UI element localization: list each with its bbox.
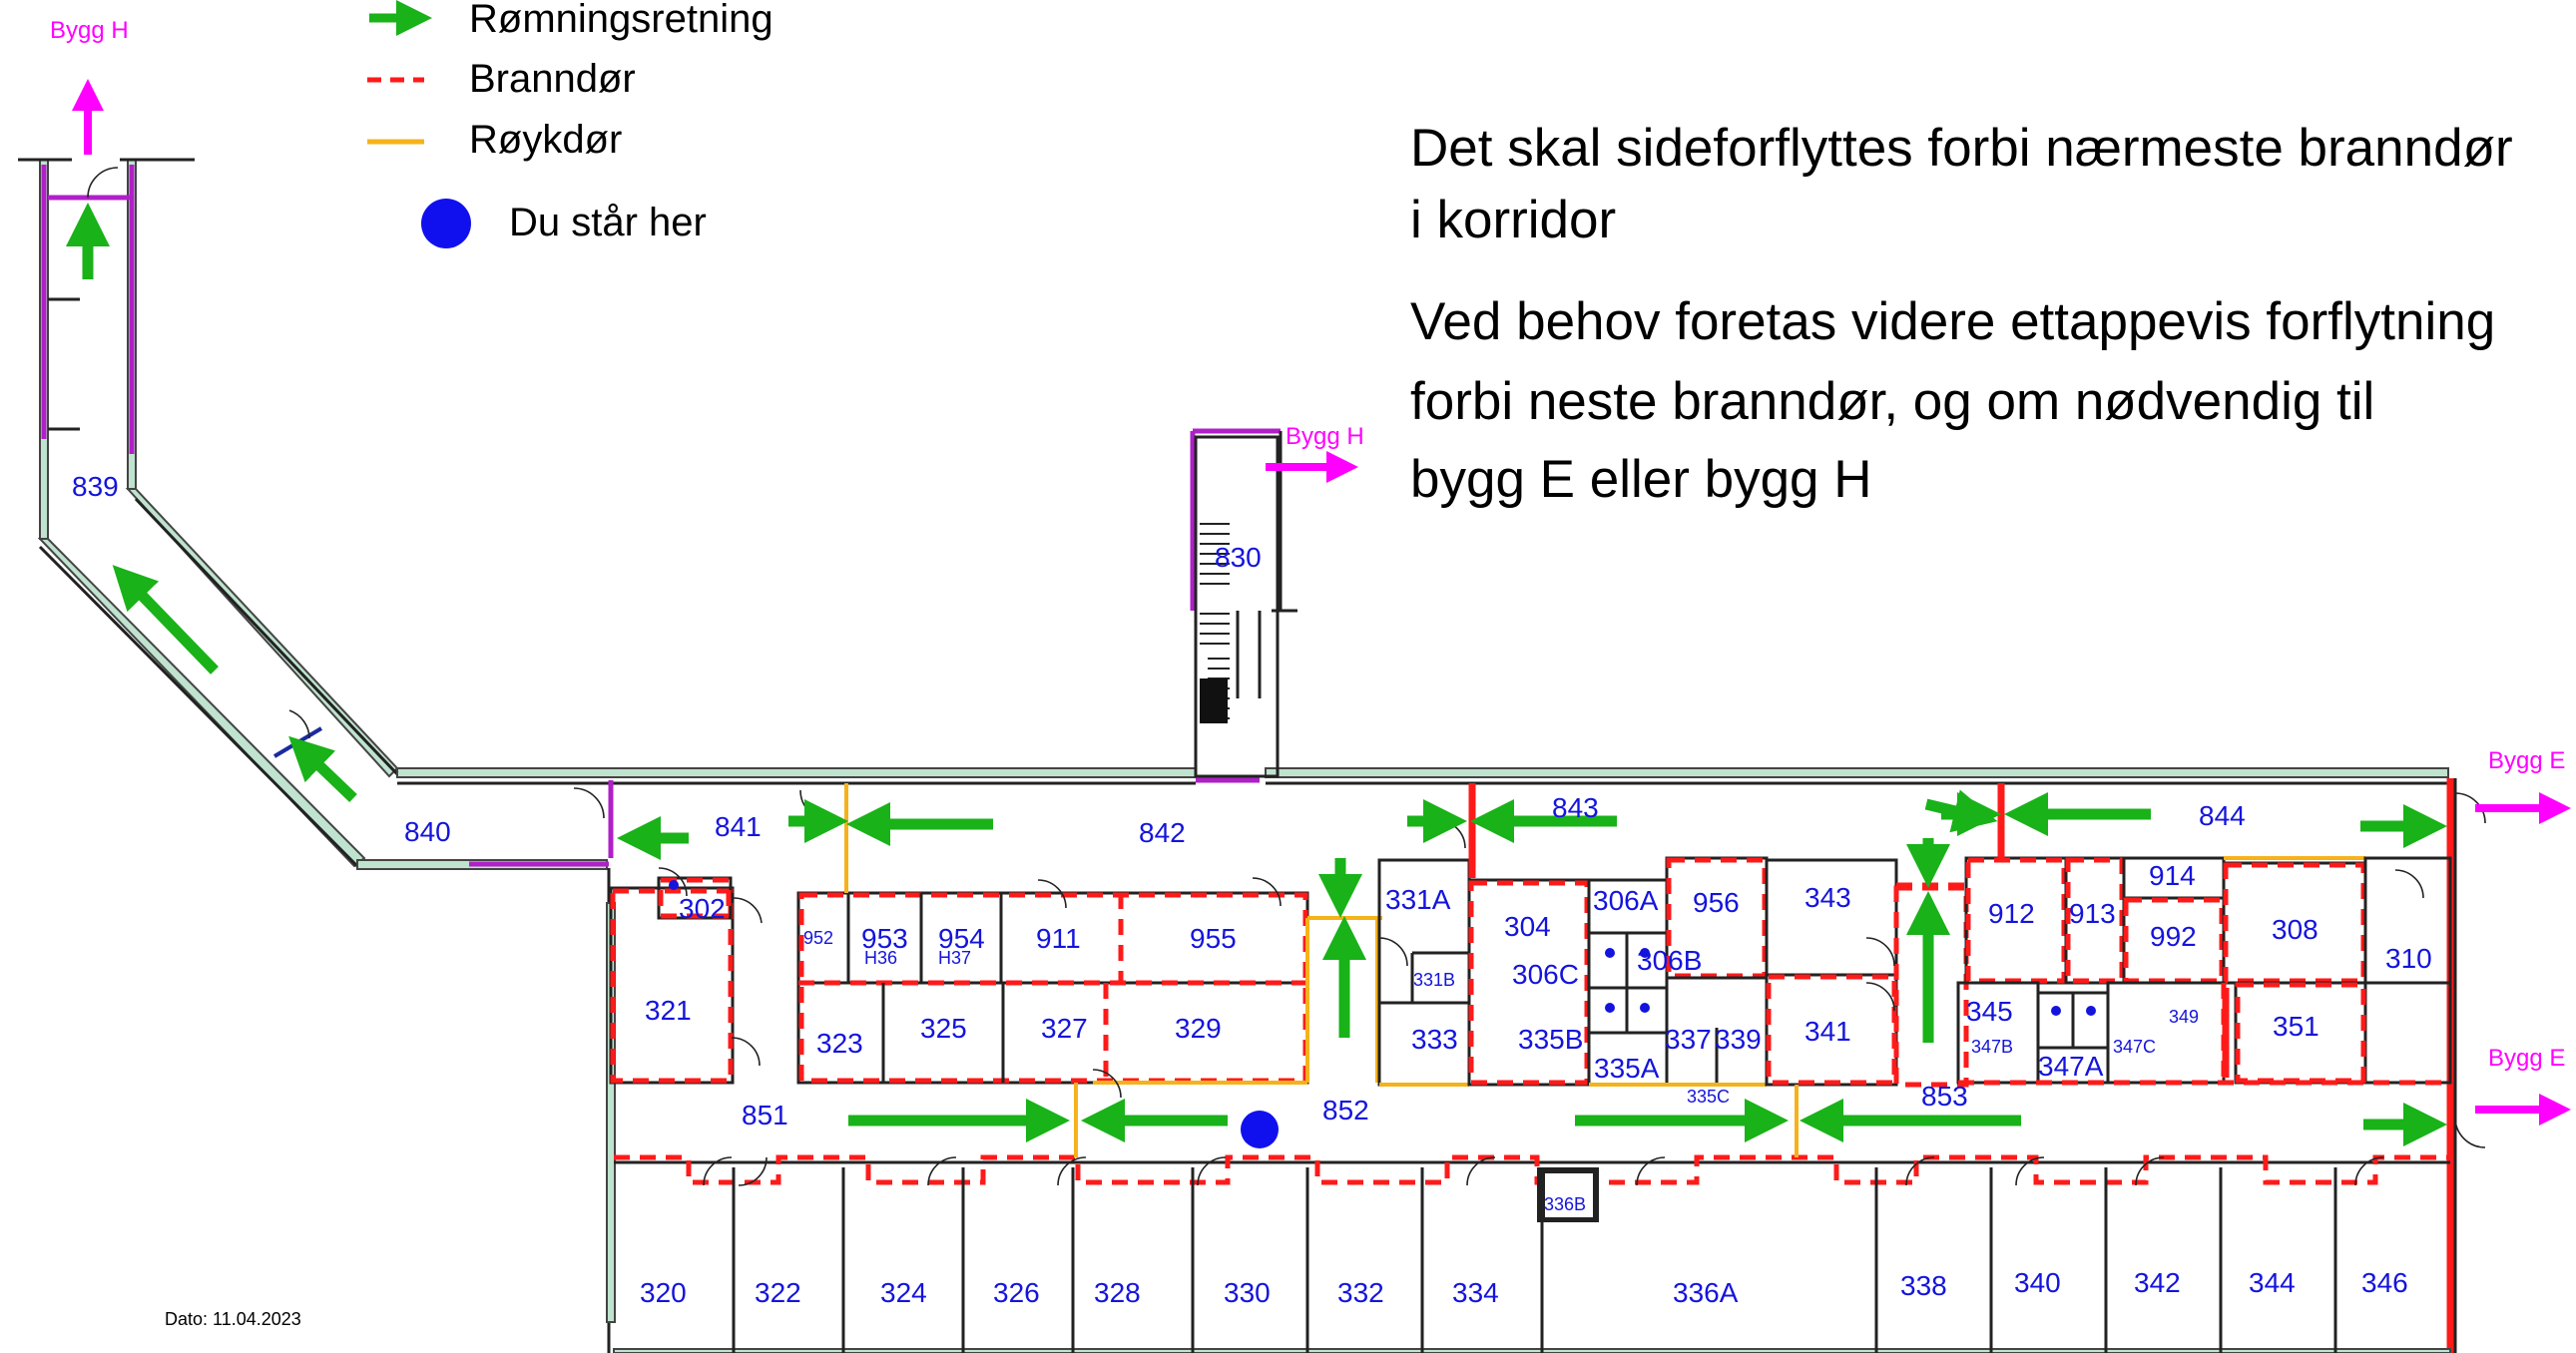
room-label: 830 (1215, 542, 1262, 573)
room-label: 335B (1518, 1024, 1583, 1055)
room-label: 955 (1190, 923, 1237, 954)
instruction-line-1: Det skal sideforflyttes forbi nærmeste b… (1410, 119, 2513, 178)
room-label: 331B (1413, 970, 1455, 990)
room-label: 336B (1544, 1194, 1586, 1214)
room-label: 323 (816, 1028, 863, 1059)
room-label: 841 (715, 811, 762, 842)
room-label: 340 (2014, 1267, 2061, 1298)
exit-label-bygg-e-upper: Bygg E (2488, 747, 2565, 774)
room-label: 310 (2385, 943, 2432, 974)
room-label: 852 (1322, 1095, 1369, 1126)
room-label: 330 (1224, 1277, 1271, 1308)
room-label: 308 (2272, 914, 2318, 945)
room-label: 956 (1693, 887, 1740, 918)
room-label: 320 (640, 1277, 687, 1308)
detector-points (669, 880, 2096, 1016)
room-label: H37 (938, 948, 971, 968)
room-label: 335C (1687, 1087, 1730, 1107)
room-label: 345 (1966, 996, 2013, 1027)
building-walls (18, 158, 2457, 1353)
you-are-here-marker (1241, 1111, 1279, 1148)
fire-door-legend-label: Branndør (469, 57, 636, 101)
room-label: 342 (2134, 1267, 2181, 1298)
room-label: 351 (2273, 1011, 2319, 1042)
instruction-line-2: i korridor (1410, 191, 1616, 249)
room-label: 952 (803, 928, 833, 948)
exit-label-bygg-e-lower: Bygg E (2488, 1045, 2565, 1072)
exit-label-bygg-h-top: Bygg H (50, 17, 129, 44)
room-label: 853 (1921, 1081, 1968, 1112)
smoke-door-legend-label: Røykdør (469, 118, 622, 162)
legend: Rømningsretning Branndør Røykdør Du står… (367, 0, 773, 248)
room-label: 349 (2169, 1007, 2199, 1027)
escape-arrow (112, 565, 219, 675)
room-label: 842 (1139, 817, 1186, 848)
room-label: 306A (1593, 885, 1659, 916)
instruction-line-4: forbi neste branndør, og om nødvendig ti… (1410, 372, 2374, 431)
room-label: H36 (864, 948, 897, 968)
room-label: 334 (1452, 1277, 1499, 1308)
escape-arrow (288, 735, 357, 802)
room-labels: 839 840 841 842 843 844 830 851 852 853 … (72, 471, 2432, 1308)
room-label: 331A (1385, 884, 1451, 915)
room-label: 306C (1512, 959, 1579, 990)
room-label: 328 (1094, 1277, 1141, 1308)
room-label: 336A (1673, 1277, 1739, 1308)
room-label: 954 (938, 923, 985, 954)
room-label: 321 (645, 995, 692, 1026)
room-label: 306B (1637, 945, 1702, 976)
instruction-line-5: bygg E eller bygg H (1410, 450, 1872, 509)
room-label: 326 (993, 1277, 1040, 1308)
room-label: 329 (1175, 1013, 1222, 1044)
room-label: 341 (1804, 1016, 1851, 1047)
room-label: 333 (1411, 1024, 1458, 1055)
room-label: 914 (2149, 860, 2196, 891)
room-label: 343 (1804, 882, 1851, 913)
room-label: 304 (1504, 911, 1551, 942)
room-label: 322 (755, 1277, 801, 1308)
you-are-here-legend-label: Du står her (509, 201, 707, 244)
escape-route-legend-label: Rømningsretning (469, 0, 773, 41)
room-label: 324 (880, 1277, 927, 1308)
door-swings (87, 167, 2486, 1186)
room-label: 338 (1900, 1270, 1947, 1301)
room-label: 953 (861, 923, 908, 954)
room-label: 344 (2249, 1267, 2296, 1298)
escape-route-arrows (66, 203, 2447, 1146)
room-label: 339 (1715, 1024, 1762, 1055)
room-label: 337 (1665, 1024, 1712, 1055)
room-label: 992 (2150, 921, 2197, 952)
room-label: 327 (1041, 1013, 1088, 1044)
room-label: 347A (2038, 1051, 2104, 1082)
instruction-line-3: Ved behov foretas videre ettappevis forf… (1410, 292, 2495, 351)
room-walls (609, 783, 2452, 1353)
room-label: 332 (1337, 1277, 1384, 1308)
room-label: 840 (404, 816, 451, 847)
date-label: Dato: 11.04.2023 (165, 1309, 301, 1329)
room-label: 912 (1988, 898, 2035, 929)
room-label: 911 (1036, 923, 1081, 954)
room-label: 335A (1594, 1053, 1660, 1084)
room-label: 347C (2113, 1037, 2156, 1057)
exit-label-bygg-h-stair: Bygg H (1286, 423, 1364, 450)
room-label: 851 (742, 1100, 788, 1130)
room-label: 843 (1552, 792, 1599, 823)
room-label: 346 (2361, 1267, 2408, 1298)
room-label: 839 (72, 471, 119, 502)
exit-arrows (72, 79, 2571, 1126)
room-label: 347B (1971, 1037, 2013, 1057)
room-label: 325 (920, 1013, 967, 1044)
you-are-here-legend-icon (421, 199, 471, 248)
room-label: 844 (2199, 800, 2246, 831)
room-label: 913 (2069, 898, 2116, 929)
room-label: 302 (679, 893, 726, 924)
evacuation-instructions: Det skal sideforflyttes forbi nærmeste b… (1410, 119, 2513, 509)
